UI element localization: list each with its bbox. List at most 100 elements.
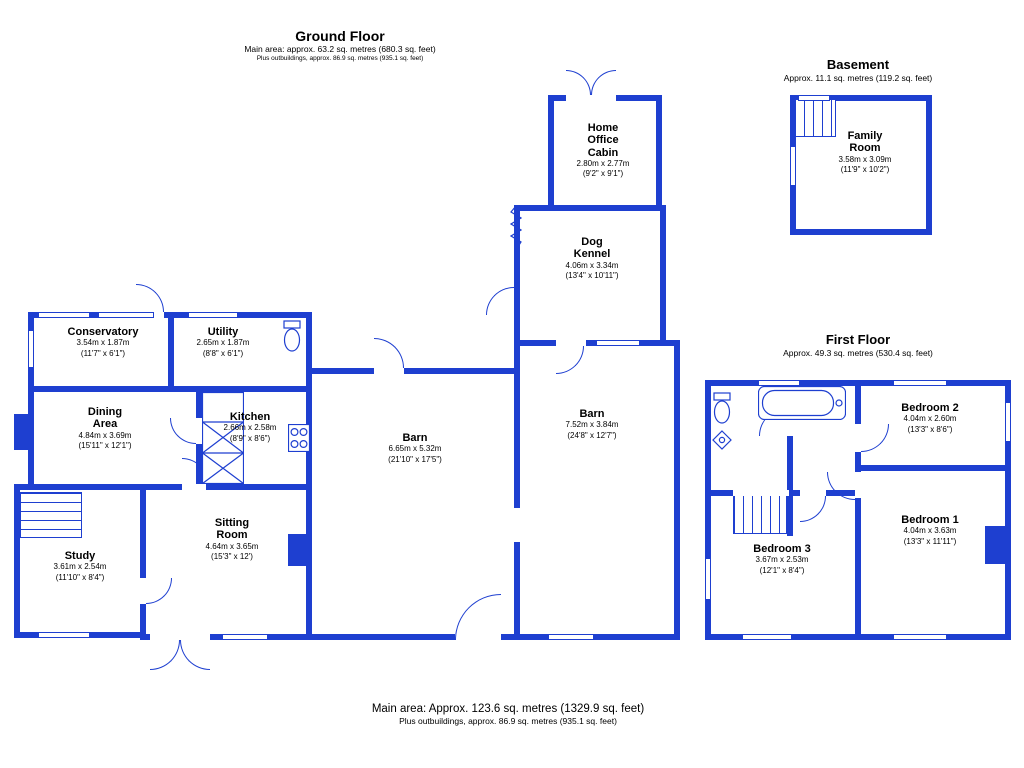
barn-rear-label: Barn 7.52m x 3.84m (24'8" x 12'7") <box>542 408 642 441</box>
room-dim-imperial: (8'8" x 6'1") <box>202 348 244 358</box>
window <box>548 634 594 640</box>
window <box>38 312 90 318</box>
window <box>893 380 947 386</box>
study-label: Study 3.61m x 2.54m (11'10" x 8'4") <box>20 550 140 583</box>
stairs-icon <box>733 492 787 534</box>
room-dim-metric: 7.52m x 3.84m <box>565 420 619 430</box>
room-barn-rear <box>514 340 680 640</box>
door-arc <box>180 640 210 670</box>
ground-floor-area: Main area: approx. 63.2 sq. metres (680.… <box>244 44 436 55</box>
first-floor-header: First Floor Approx. 49.3 sq. metres (530… <box>738 332 978 359</box>
family-room-label: Family Room 3.58m x 3.09m (11'9" x 10'2"… <box>815 130 915 175</box>
door-opening <box>733 490 789 496</box>
window <box>28 330 34 368</box>
room-dim-metric: 3.58m x 3.09m <box>838 154 892 164</box>
hob-icon <box>287 423 311 457</box>
room-dim-metric: 4.84m x 3.69m <box>78 430 132 440</box>
utility-label: Utility 2.65m x 1.87m (8'8" x 6'1") <box>168 326 278 359</box>
room-dim-imperial: (15'3" x 12') <box>211 552 253 562</box>
door-opening <box>182 484 206 490</box>
door-opening <box>150 634 210 640</box>
room-dim-metric: 4.04m x 3.63m <box>903 526 957 536</box>
room-name: Bedroom 3 <box>753 543 811 555</box>
door-opening <box>855 472 861 498</box>
room-dim-imperial: (13'3" x 8'6") <box>907 424 953 434</box>
window <box>893 634 947 640</box>
sink-icon <box>712 430 732 455</box>
room-dim-imperial: (9'2" x 9'1") <box>582 169 624 179</box>
basement-header: Basement Approx. 11.1 sq. metres (119.2 … <box>758 57 958 84</box>
room-dim-imperial: (11'9" x 10'2") <box>840 165 890 175</box>
room-name: Conservatory <box>67 326 139 338</box>
room-name: Barn <box>579 408 605 420</box>
room-dim-metric: 2.80m x 2.77m <box>576 158 630 168</box>
room-dim-imperial: (8'9" x 8'6") <box>229 433 271 443</box>
room-dim-metric: 4.06m x 3.34m <box>565 260 619 270</box>
room-dim-imperial: (11'10" x 8'4") <box>55 572 105 582</box>
room-dim-metric: 4.64m x 3.65m <box>205 541 259 551</box>
ground-floor-header: Ground Floor Main area: approx. 63.2 sq.… <box>210 28 470 64</box>
basement-title: Basement <box>826 57 890 72</box>
room-dim-imperial: (24'8" x 12'7") <box>567 430 617 440</box>
room-dim-metric: 6.65m x 5.32m <box>388 444 442 454</box>
door-opening <box>374 368 404 374</box>
window <box>798 95 830 101</box>
window <box>705 558 711 600</box>
door-opening <box>140 578 146 604</box>
room-dim-imperial: (11'7" x 6'1") <box>80 348 126 358</box>
door-opening <box>855 424 861 452</box>
room-name: Bedroom 2 <box>901 402 959 414</box>
room-name: Dog Kennel <box>573 236 611 261</box>
door-opening <box>196 418 202 444</box>
room-name: Utility <box>207 326 239 338</box>
room-dim-metric: 2.65m x 1.87m <box>196 338 250 348</box>
total-outbuildings: Plus outbuildings, approx. 86.9 sq. metr… <box>399 716 617 727</box>
dog-kennel-label: Dog Kennel 4.06m x 3.34m (13'4" x 10'11"… <box>542 236 642 281</box>
window <box>758 380 800 386</box>
sitting-room-label: Sitting Room 4.64m x 3.65m (15'3" x 12') <box>177 517 287 562</box>
chimney-block <box>985 526 1009 564</box>
room-name: Kitchen <box>229 411 271 423</box>
kitchen-label: Kitchen 2.66m x 2.58m (8'9" x 8'6") <box>200 411 300 444</box>
total-main-area: Main area: Approx. 123.6 sq. metres (132… <box>371 703 645 715</box>
home-office-cabin-label: Home Office Cabin 2.80m x 2.77m (9'2" x … <box>553 122 653 180</box>
room-name: Sitting Room <box>214 517 250 542</box>
window <box>98 312 154 318</box>
door-opening <box>556 340 586 346</box>
ground-floor-title: Ground Floor <box>295 28 385 44</box>
toilet-icon <box>712 392 732 431</box>
room-dim-imperial: (13'3" x 11'11") <box>903 536 957 546</box>
door-opening <box>566 95 616 101</box>
room-dim-imperial: (13'4" x 10'11") <box>565 271 619 281</box>
room-dim-metric: 2.66m x 2.58m <box>223 423 277 433</box>
room-dim-metric: 4.04m x 2.60m <box>903 414 957 424</box>
door-opening <box>514 508 520 542</box>
stairs-icon <box>20 492 82 538</box>
window <box>38 632 90 638</box>
first-floor-area: Approx. 49.3 sq. metres (530.4 sq. feet) <box>783 347 933 358</box>
room-dim-imperial: (12'1" x 8'4") <box>759 565 805 575</box>
room-dim-metric: 3.61m x 2.54m <box>53 562 107 572</box>
bedroom-3-label: Bedroom 3 3.67m x 2.53m (12'1" x 8'4") <box>732 543 832 576</box>
door-arc <box>566 70 591 95</box>
ground-floor-outbuildings: Plus outbuildings, approx. 86.9 sq. metr… <box>256 55 424 63</box>
door-arc <box>374 338 404 368</box>
window <box>222 634 268 640</box>
total-area-footer: Main area: Approx. 123.6 sq. metres (132… <box>280 702 736 727</box>
room-name: Dining Area <box>87 406 123 431</box>
toilet-icon <box>282 320 302 359</box>
room-name: Barn <box>402 432 428 444</box>
room-name: Home Office Cabin <box>587 122 619 159</box>
room-dim-imperial: (21'10" x 17'5") <box>388 454 442 464</box>
bathtub-icon <box>757 385 847 425</box>
room-dim-metric: 3.54m x 1.87m <box>76 338 130 348</box>
chimney-block <box>14 414 28 450</box>
window <box>596 340 640 346</box>
door-arc <box>486 287 514 315</box>
first-floor-title: First Floor <box>825 332 891 347</box>
door-opening <box>800 490 826 496</box>
dining-area-label: Dining Area 4.84m x 3.69m (15'11" x 12'1… <box>50 406 160 451</box>
room-name: Bedroom 1 <box>901 514 959 526</box>
bedroom-1-label: Bedroom 1 4.04m x 3.63m (13'3" x 11'11") <box>880 514 980 547</box>
